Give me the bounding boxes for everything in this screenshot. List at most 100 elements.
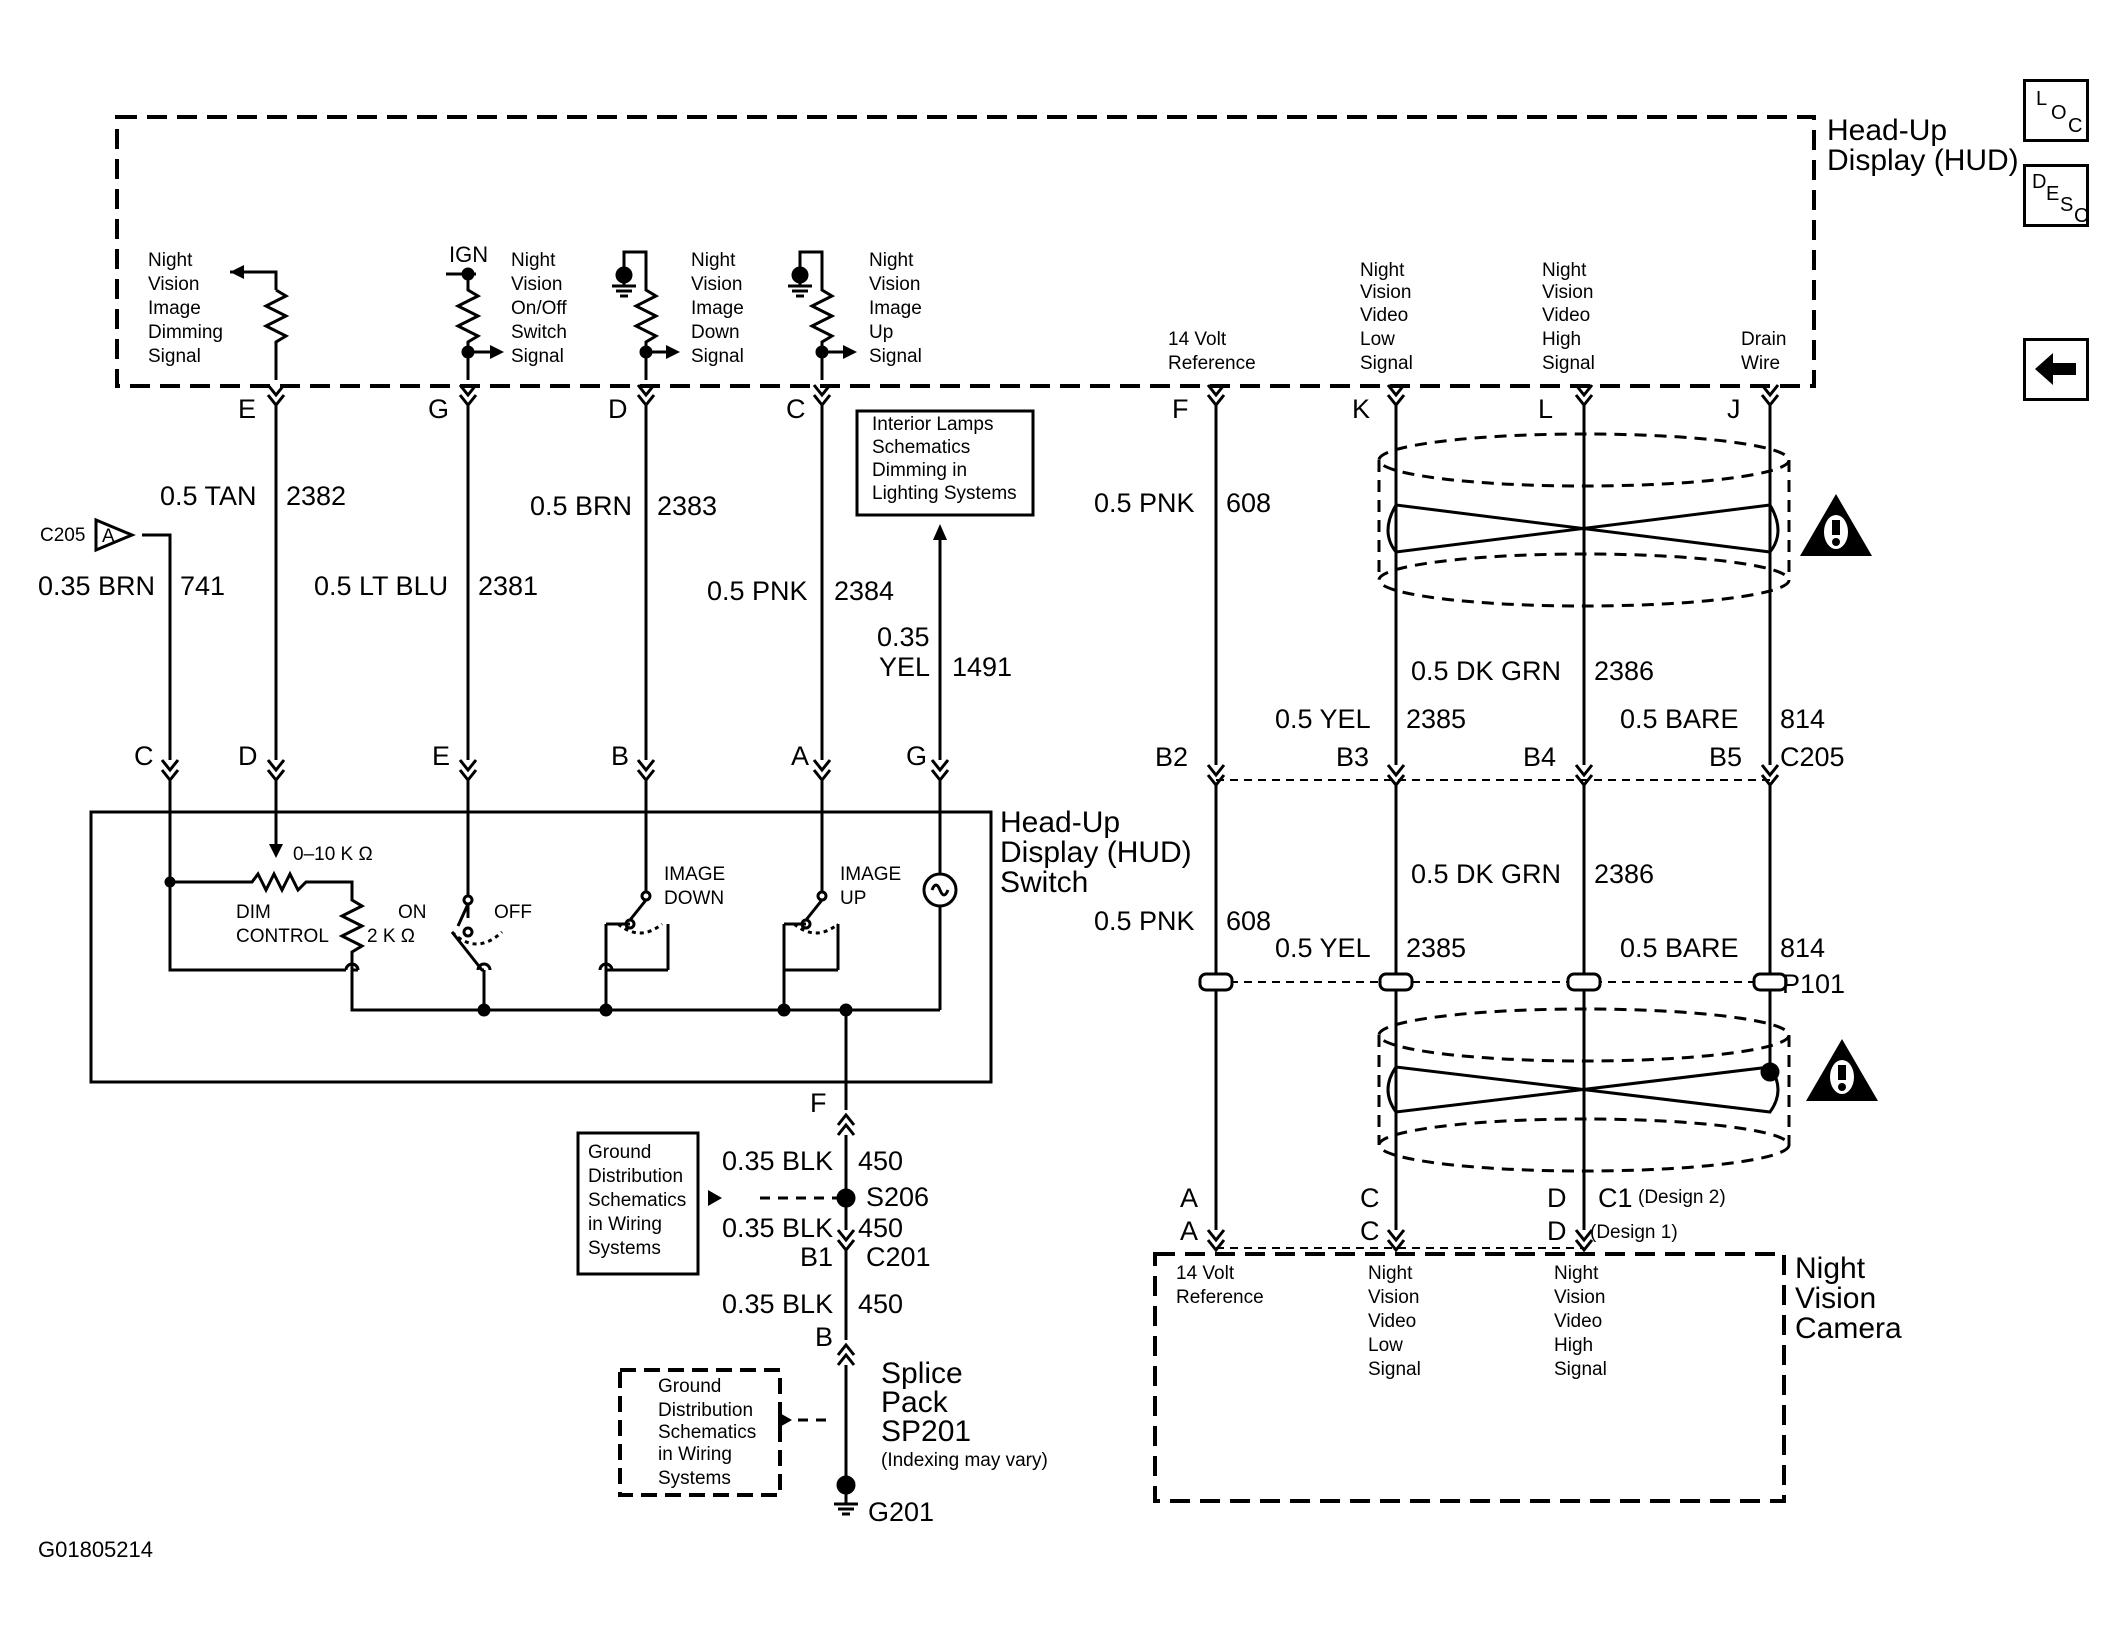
figure-id: G01805214 — [38, 1537, 153, 1562]
label-line: Night — [511, 250, 556, 271]
splice-line4: (Indexing may vary) — [881, 1450, 1048, 1471]
label-line: Signal — [1360, 353, 1413, 374]
label-line: High — [1542, 329, 1581, 350]
pot-label: 0–10 K Ω — [293, 844, 373, 865]
refbox-line: Lighting Systems — [872, 483, 1017, 504]
hud-title-line1: Head-Up — [1827, 114, 1947, 147]
camera-pin: A — [1180, 1183, 1198, 1213]
label-line: Night — [691, 250, 736, 271]
loc-letter-1: L — [2036, 88, 2048, 110]
refbox-line: Schematics — [588, 1190, 686, 1211]
s206-label: S206 — [866, 1182, 929, 1212]
hud-label-drain: Drain Wire — [1741, 329, 1786, 374]
refbox-line: Interior Lamps — [872, 414, 993, 435]
wire-label: 2385 — [1406, 933, 1466, 963]
hud-label-dimming: Night Vision Image Dimming Signal — [148, 250, 223, 367]
back-button[interactable] — [2023, 338, 2089, 401]
refbox-line: Systems — [658, 1468, 731, 1489]
refbox-line: in Wiring — [588, 1214, 662, 1235]
wire-label: 2382 — [286, 481, 346, 511]
hud-box — [115, 115, 1816, 388]
hud-pin-j: J — [1727, 394, 1741, 424]
camera-box — [1153, 1252, 1786, 1503]
dim-label-line2: CONTROL — [236, 926, 329, 947]
wire-label: 0.5 BARE — [1620, 933, 1739, 963]
wire-label: 2386 — [1594, 859, 1654, 889]
wire-label: 2381 — [478, 571, 538, 601]
c205-pin: B5 — [1709, 742, 1742, 772]
camera-pin: C — [1360, 1216, 1380, 1246]
wire-label: 608 — [1226, 488, 1271, 518]
label-line: Switch — [511, 322, 567, 343]
wire-label: 608 — [1226, 906, 1271, 936]
wire-label: 0.5 PNK — [707, 576, 808, 606]
c205-ref-pin: A — [102, 526, 115, 547]
label-line: Video — [1542, 305, 1590, 326]
design2-label: (Design 2) — [1638, 1187, 1726, 1208]
loc-button[interactable]: L O C — [2023, 79, 2089, 142]
refbox-line: Ground — [658, 1376, 721, 1397]
hud-label-video-low: Night Vision Video Low Signal — [1360, 260, 1413, 374]
label-line: Reference — [1176, 1287, 1264, 1308]
label-line: Dimming — [148, 322, 223, 343]
c205-pin: B4 — [1523, 742, 1556, 772]
switch-title-line2: Display (HUD) — [1000, 836, 1192, 869]
switch-pin-f: F — [810, 1088, 827, 1118]
wire-bare-814 — [1760, 383, 1780, 1082]
wire-label: 450 — [858, 1289, 903, 1319]
g201-label: G201 — [868, 1497, 934, 1527]
wire-label: 0.5 BARE — [1620, 704, 1739, 734]
label-line: Image — [869, 298, 922, 319]
refbox-line: Schematics — [872, 437, 970, 458]
label-line: Down — [691, 322, 740, 343]
desc-button[interactable]: D E S C — [2023, 164, 2089, 227]
ground-labels: 0.35 BLK 450 S206 0.35 BLK 450 B1 C201 0… — [722, 1146, 1048, 1527]
label-line: Night — [148, 250, 193, 271]
label-line: Signal — [511, 346, 564, 367]
res-label: 2 K Ω — [367, 926, 415, 947]
switch-pin-g: G — [906, 741, 927, 771]
label-line: High — [1554, 1335, 1593, 1356]
wire-label: 2384 — [834, 576, 894, 606]
hud-internal-up — [786, 250, 857, 380]
ign-label: IGN — [449, 242, 488, 267]
wire-pnk-608 — [1206, 383, 1226, 1252]
hud-label-up: Night Vision Image Up Signal — [869, 250, 922, 367]
desc-letter-3: S — [2060, 194, 2074, 216]
c205-ref-label: C205 — [40, 525, 85, 546]
c1-label: C1 — [1598, 1183, 1633, 1213]
hud-switch: Head-Up Display (HUD) Switch C D E B A G… — [89, 741, 1192, 1110]
hud-pin-c: C — [786, 394, 806, 424]
night-vision-camera: A C D C1 (Design 2) A C D (Design 1) Nig… — [1153, 1183, 1902, 1503]
refbox-ground-1: Ground Distribution Schematics in Wiring… — [576, 1131, 700, 1276]
wire-label: 1491 — [952, 652, 1012, 682]
left-arrow-icon — [2035, 353, 2076, 385]
hud-pin-l: L — [1538, 394, 1553, 424]
label-line: Video — [1368, 1311, 1416, 1332]
label-line: Signal — [1554, 1359, 1607, 1380]
camera-title-line2: Vision — [1795, 1282, 1876, 1315]
label-line: Video — [1554, 1311, 1602, 1332]
label-line: Video — [1360, 305, 1408, 326]
shield-lower — [1377, 1007, 1791, 1173]
wire-label: 0.5 PNK — [1094, 906, 1195, 936]
wire-labels-left: 0.5 TAN 2382 0.35 BRN 741 0.5 LT BLU 238… — [38, 481, 1012, 682]
wire-label: 0.35 BLK — [722, 1146, 833, 1176]
wire-label: 0.5 DK GRN — [1411, 859, 1561, 889]
wire-label: 0.5 BRN — [530, 491, 632, 521]
hud-label-ref: 14 Volt Reference — [1168, 329, 1256, 374]
c201-pin: B1 — [800, 1242, 833, 1272]
label-line: Night — [1542, 260, 1587, 281]
refbox-ground-2: Ground Distribution Schematics in Wiring… — [618, 1368, 782, 1497]
wire-label: 0.5 TAN — [160, 481, 257, 511]
splice-line2: Pack — [881, 1386, 949, 1419]
refbox-line: Distribution — [658, 1400, 753, 1421]
camera-title-line1: Night — [1795, 1252, 1866, 1285]
p101-inline — [1198, 972, 1788, 992]
wire-label: 450 — [858, 1146, 903, 1176]
hud-pin-g: G — [428, 394, 449, 424]
loc-letter-2: O — [2051, 102, 2067, 124]
hud-module: Head-Up Display (HUD) Night Vision Image… — [115, 114, 2019, 424]
label-line: Drain — [1741, 329, 1786, 350]
label-line: 14 Volt — [1176, 1263, 1235, 1284]
